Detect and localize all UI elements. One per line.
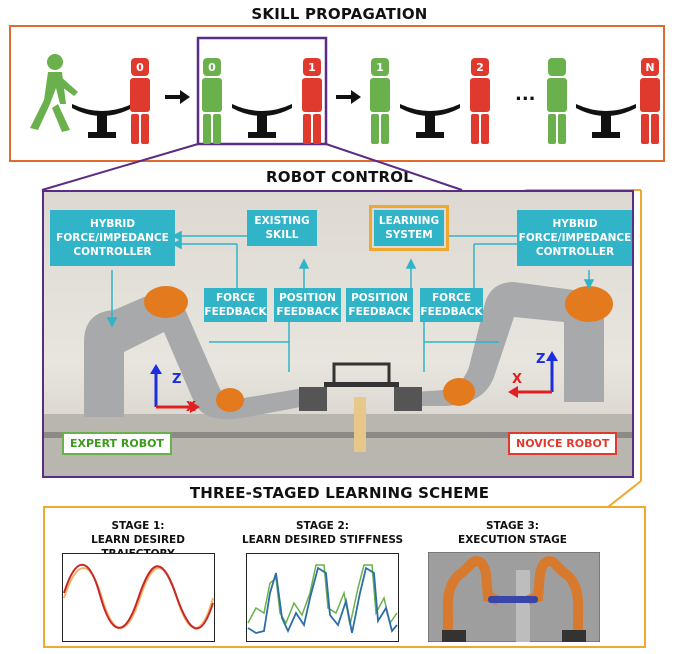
novice-robot-label: NOVICE ROBOT — [508, 432, 618, 455]
zoom-line-left — [41, 143, 199, 191]
ellipsis: ... — [515, 84, 536, 105]
hybrid-controller-left: HYBRID FORCE/IMPEDANCE CONTROLLER — [50, 210, 175, 266]
stage-2-title: STAGE 2: LEARN DESIRED STIFFNESS — [241, 520, 404, 546]
pair-1-right-num: 1 — [308, 61, 316, 74]
stage-1-plot — [62, 553, 215, 642]
propagation-diagram: 0 0 1 1 2 ... N — [30, 54, 660, 144]
stage-3-title: STAGE 3: EXECUTION STAGE — [458, 520, 567, 546]
position-feedback-left: POSITION FEEDBACK — [274, 288, 341, 322]
hybrid-controller-right: HYBRID FORCE/IMPEDANCE CONTROLLER — [517, 210, 632, 266]
propagation-frame — [9, 25, 665, 162]
force-feedback-right: FORCE FEEDBACK — [420, 288, 483, 322]
pair-2-left-num: 1 — [376, 61, 384, 74]
robot-control-photo: HYBRID FORCE/IMPEDANCE CONTROLLER EXISTI… — [42, 190, 634, 478]
axis-x-left: X — [186, 400, 197, 415]
robot-control-title: ROBOT CONTROL — [266, 168, 413, 186]
pair-2-right-num: 2 — [476, 61, 484, 74]
arrow-icon — [165, 90, 190, 104]
learning-scheme-title: THREE-STAGED LEARNING SCHEME — [189, 484, 490, 502]
pair-n-right-num: N — [645, 61, 654, 74]
expert-robot-label: EXPERT ROBOT — [62, 432, 172, 455]
pair-0-right-num: 0 — [136, 61, 144, 74]
force-feedback-left: FORCE FEEDBACK — [204, 288, 267, 322]
table-icon — [72, 104, 132, 138]
human-figure — [30, 54, 78, 132]
skill-propagation-title: SKILL PROPAGATION — [251, 5, 428, 23]
stage-2-plot — [246, 553, 399, 642]
axis-z-right: Z — [536, 352, 546, 367]
learning-system-box: LEARNING SYSTEM — [369, 205, 449, 251]
zoom-box — [196, 36, 328, 146]
axis-z-left: Z — [172, 372, 182, 387]
position-feedback-right: POSITION FEEDBACK — [346, 288, 413, 322]
arrow-icon — [336, 90, 361, 104]
existing-skill-box: EXISTING SKILL — [247, 210, 317, 246]
zoom-line-right — [325, 143, 463, 191]
learning-frame — [43, 506, 646, 648]
stage-3-illustration — [428, 552, 600, 642]
axis-x-right: X — [512, 372, 523, 387]
robot-icon-expert — [547, 58, 567, 144]
pair-1-left-num: 0 — [208, 61, 216, 74]
